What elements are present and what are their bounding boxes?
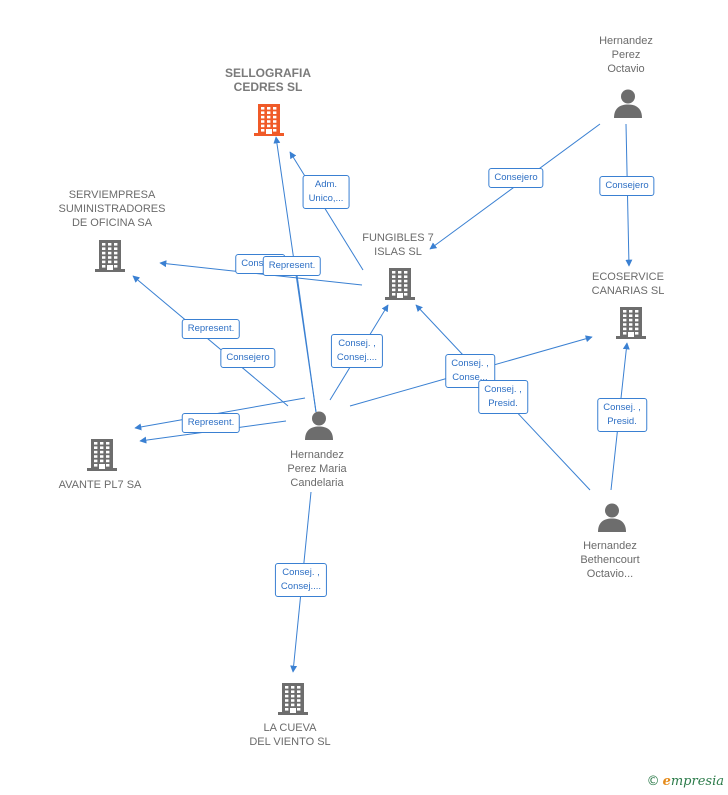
empresia-footer[interactable]: ©empresia — [647, 774, 724, 789]
label-line: Octavio... — [586, 568, 634, 580]
label-line: Represent. — [268, 260, 316, 271]
fungibles-label[interactable]: FUNGIBLES 7 ISLAS SL — [362, 231, 434, 259]
hernandez-perez-octavio-person-icon[interactable] — [613, 88, 643, 123]
label-line: FUNGIBLES 7 — [362, 232, 434, 244]
edges — [132, 123, 633, 673]
label-line: Presid. — [607, 416, 637, 427]
edge-label-consejero-maria-avante[interactable]: Consejero — [220, 348, 276, 368]
edge-label-represent-fungibles-serviempresa[interactable]: Represent. — [181, 319, 241, 339]
label-line: CANARIAS SL — [591, 285, 665, 297]
edge-maria-serviempresa — [132, 275, 289, 407]
label-line: Unico,... — [308, 193, 344, 204]
edge-label-adm-unico[interactable]: Adm. Unico,... — [302, 175, 350, 209]
edge-label-consej-maria-ecoservice[interactable]: Consej. , Conse... — [445, 354, 495, 388]
edge-maria-up — [295, 267, 317, 413]
empresia-logo-initial: e — [662, 774, 671, 789]
edge-label-consej-maria-lacueva[interactable]: Consej. , Consej.... — [274, 563, 328, 597]
hernandez-bethencourt-person-icon[interactable] — [597, 502, 627, 537]
avante-building-icon[interactable] — [87, 437, 117, 476]
label-line: DEL VIENTO SL — [249, 736, 331, 748]
edge-label-consejero-octavio-fungibles[interactable]: Consejero — [488, 168, 544, 188]
label-line: CEDRES SL — [233, 80, 303, 94]
edge-label-consej-presid-bethencourt-fungibles[interactable]: Consej. , Presid. — [478, 380, 528, 414]
serviempresa-label[interactable]: SERVIEMPRESA SUMINISTRADORES DE OFICINA SA — [59, 188, 166, 230]
edge-label-consejero-octavio-ecoservice[interactable]: Consejero — [599, 176, 655, 196]
avante-label[interactable]: AVANTE PL7 SA — [59, 478, 142, 492]
label-line: SELLOGRAFIA — [225, 66, 311, 80]
label-line: SUMINISTRADORES — [58, 203, 166, 215]
lacueva-building-icon[interactable] — [278, 681, 308, 720]
edge-label-represent-maria-sellografia[interactable]: Represent. — [262, 256, 322, 276]
label-line: Consej... — [241, 258, 279, 269]
label-line: Consej. , — [484, 384, 522, 395]
label-line: Represent. — [187, 417, 235, 428]
label-line: Octavio — [607, 63, 645, 75]
label-line: Hernandez — [599, 35, 653, 47]
label-line: Consejero — [494, 172, 538, 183]
label-line: DE OFICINA SA — [71, 217, 153, 229]
label-line: ECOSERVICE — [592, 271, 664, 283]
lacueva-label[interactable]: LA CUEVA DEL VIENTO SL — [249, 721, 330, 749]
label-line: Candelaria — [290, 477, 344, 489]
label-line: Consej. , — [603, 402, 641, 413]
hernandez-perez-maria-person-icon[interactable] — [304, 410, 334, 445]
label-line: Bethencourt — [580, 554, 640, 566]
label-line: Consej. , — [282, 567, 320, 578]
sellografia-building-icon[interactable] — [254, 102, 284, 141]
label-line: Adm. — [314, 179, 338, 190]
label-line: Hernandez — [583, 540, 637, 552]
label-line: Hernandez — [290, 449, 344, 461]
edge-label-consej-presid-bethencourt-ecoservice[interactable]: Consej. , Presid. — [597, 398, 647, 432]
label-line: Consej.... — [280, 581, 322, 592]
empresia-logo-text: mpresia — [670, 774, 724, 789]
edge-fungibles-sellografia — [289, 151, 364, 271]
label-line: ISLAS SL — [374, 246, 422, 258]
edge-label-represent-maria-avante[interactable]: Represent. — [181, 413, 241, 433]
label-line: Perez Maria — [287, 463, 347, 475]
label-line: AVANTE PL7 SA — [58, 479, 142, 491]
label-line: Perez — [611, 49, 641, 61]
label-line: Represent. — [187, 323, 235, 334]
ecoservice-building-icon[interactable] — [616, 305, 646, 344]
label-line: Consejero — [226, 352, 270, 363]
copyright-symbol: © — [646, 774, 660, 789]
label-line: Consej. , — [451, 358, 489, 369]
fungibles-building-icon[interactable] — [385, 266, 415, 305]
label-line: Consej.... — [336, 352, 378, 363]
label-line: Conse... — [452, 372, 488, 383]
label-line: SERVIEMPRESA — [68, 189, 156, 201]
label-line: Presid. — [488, 398, 518, 409]
edge-fungibles-serviempresa — [159, 260, 363, 286]
label-line: Consejero — [605, 180, 649, 191]
label-line: LA CUEVA — [263, 722, 317, 734]
serviempresa-building-icon[interactable] — [95, 238, 125, 277]
label-line: Consej. , — [338, 338, 376, 349]
ecoservice-label[interactable]: ECOSERVICE CANARIAS SL — [592, 270, 665, 298]
edge-label-consej-maria-fungibles[interactable]: Consej. , Consej.... — [330, 334, 384, 368]
